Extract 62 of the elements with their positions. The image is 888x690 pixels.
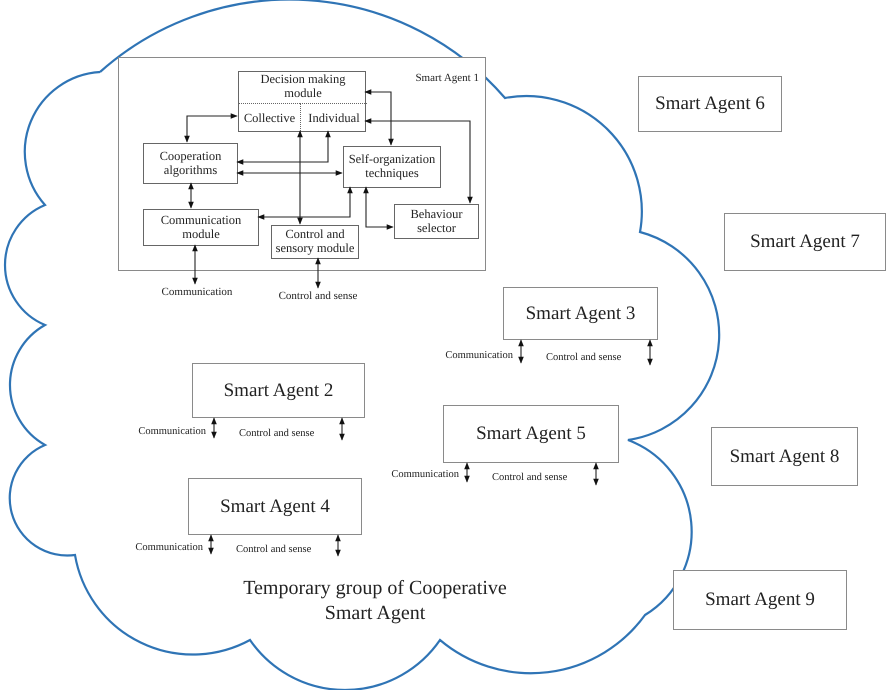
box-label: Smart Agent 3 xyxy=(526,302,636,324)
arrow xyxy=(192,244,198,285)
port-label: Control and sense xyxy=(492,472,568,482)
arrow xyxy=(464,462,470,483)
agent-box xyxy=(503,287,658,340)
agent-box xyxy=(638,76,782,132)
port-label: Control and sense xyxy=(236,544,312,554)
module-box xyxy=(238,71,366,132)
port-label: Control and sense xyxy=(278,290,358,302)
arrow xyxy=(518,339,524,364)
module-box xyxy=(143,143,238,184)
box-label: Control and sensory module xyxy=(274,228,356,256)
arrow xyxy=(236,130,331,165)
arrow xyxy=(335,534,341,557)
arrow xyxy=(208,534,214,555)
arrow xyxy=(647,339,653,366)
arrow xyxy=(188,182,194,209)
arrow xyxy=(236,170,343,176)
port-label: Communication xyxy=(138,426,206,436)
port-label: Communication xyxy=(445,350,513,360)
port-label: Communication xyxy=(162,286,232,298)
module-box xyxy=(343,146,441,188)
module-box xyxy=(143,209,259,246)
port-label: Control and sense xyxy=(546,352,622,362)
box-label: Smart Agent 5 xyxy=(476,423,586,445)
box-label: Behaviour selector xyxy=(409,208,464,236)
arrow xyxy=(339,417,345,441)
module-box xyxy=(394,204,479,239)
arrow xyxy=(364,118,473,204)
box-label: Individual xyxy=(308,112,360,126)
agent-box xyxy=(443,405,619,463)
box-label: Smart Agent 6 xyxy=(655,93,765,115)
box-label: Self-organization techniques xyxy=(348,153,436,181)
arrow xyxy=(184,113,238,143)
module-section xyxy=(300,103,367,133)
box-label: Smart Agent 2 xyxy=(224,380,334,402)
box-label: Smart Agent 8 xyxy=(730,446,840,468)
box-label: Decision making module xyxy=(259,73,347,100)
group-title: Temporary group of Cooperative Smart Agent xyxy=(242,576,508,626)
box-label: Smart Agent 9 xyxy=(705,589,815,611)
agent-box xyxy=(118,57,486,271)
agent-box xyxy=(192,363,365,418)
box-label: Smart Agent 4 xyxy=(220,496,330,518)
box-label: Collective xyxy=(244,112,296,126)
box-label: Cooperation algorithms xyxy=(158,150,222,178)
arrow xyxy=(315,257,321,289)
agent-box xyxy=(724,213,886,271)
arrow xyxy=(593,462,599,486)
arrow xyxy=(257,186,353,220)
port-label: Communication xyxy=(135,542,203,552)
box-label: Smart Agent 1 xyxy=(415,72,479,84)
arrow xyxy=(364,89,394,146)
agent-box xyxy=(711,427,858,486)
arrow xyxy=(297,130,303,225)
box-label: Communication module xyxy=(160,214,242,242)
agent-box xyxy=(673,570,847,630)
agent-box xyxy=(188,478,362,535)
box-label: Smart Agent 7 xyxy=(750,231,860,253)
arrow xyxy=(211,417,217,439)
port-label: Communication xyxy=(391,468,459,480)
port-label: Control and sense xyxy=(239,428,314,438)
arrow xyxy=(363,186,394,230)
